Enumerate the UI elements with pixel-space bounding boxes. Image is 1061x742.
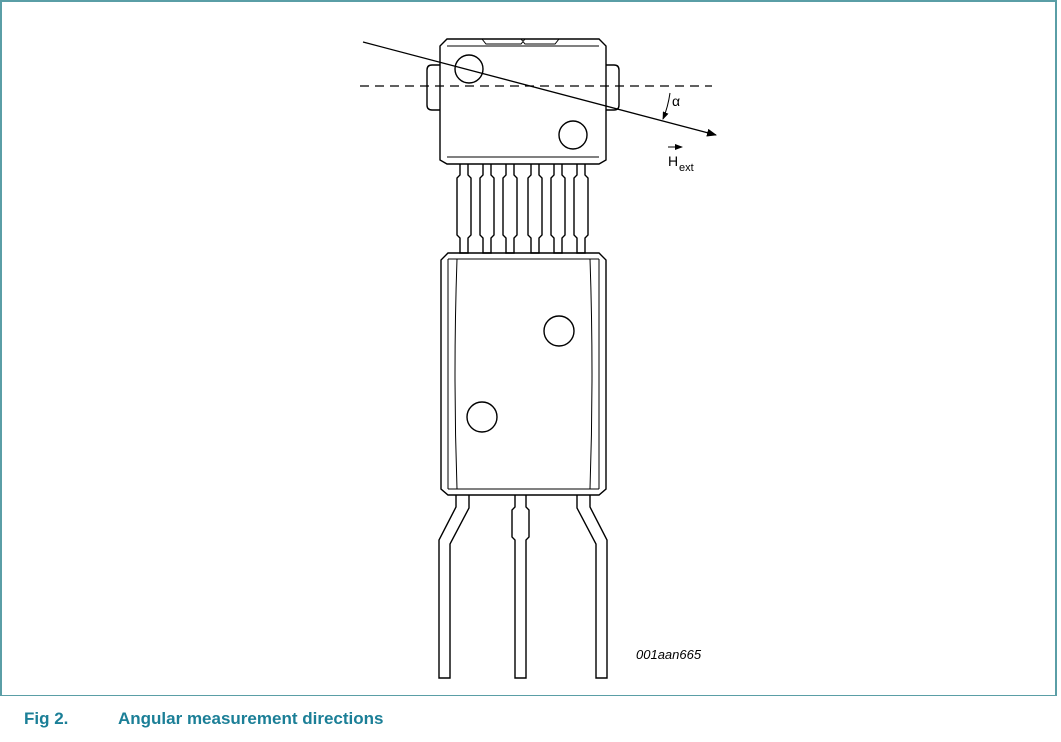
upper-leads	[456, 164, 589, 254]
field-label-main: H	[668, 153, 678, 169]
angle-arc	[662, 92, 671, 120]
figure-number: Fig 2.	[24, 709, 69, 728]
angle-label: α	[672, 93, 680, 109]
field-label: H ext	[668, 144, 694, 174]
mounting-hole-top-right	[558, 120, 588, 150]
figure-title: Angular measurement directions	[118, 709, 384, 728]
mounting-hole-top-left	[454, 54, 484, 84]
lower-leads	[438, 495, 608, 679]
drawing-id: 001aan665	[636, 647, 702, 662]
mounting-hole-body-lower	[466, 401, 498, 433]
mounting-hole-body-upper	[543, 315, 575, 347]
figure-frame: α H ext	[0, 0, 1057, 696]
figure-caption: Fig 2. Angular measurement directions	[24, 704, 383, 734]
field-label-sub: ext	[679, 162, 694, 174]
field-direction-arrow	[362, 41, 717, 137]
sensor-diagram: α H ext	[360, 38, 717, 679]
sensor-head	[426, 38, 620, 165]
lower-body	[440, 252, 607, 496]
